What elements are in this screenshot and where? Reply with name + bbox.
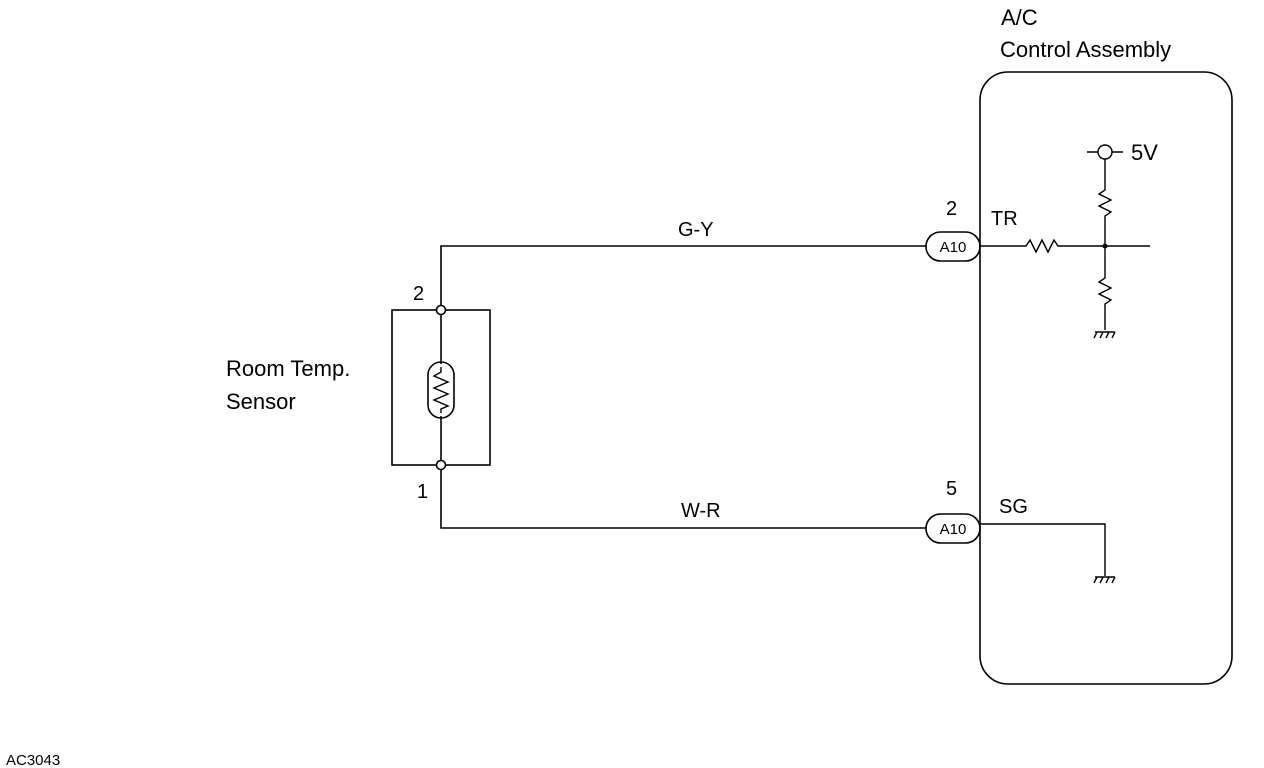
pull-up-resistor-icon bbox=[1097, 159, 1113, 246]
control-assembly-title-line2: Control Assembly bbox=[1000, 37, 1171, 62]
terminal-sg-label: SG bbox=[999, 496, 1028, 518]
wire-g-y-label: G-Y bbox=[678, 219, 714, 241]
sensor-pin-1-label: 1 bbox=[417, 481, 428, 503]
wire-w-r-label: W-R bbox=[681, 500, 721, 522]
pull-down-resistor-icon bbox=[1097, 246, 1113, 330]
thermistor-icon bbox=[427, 361, 455, 419]
control-assembly-box bbox=[979, 71, 1233, 685]
sensor-label-line1: Room Temp. bbox=[226, 356, 350, 381]
control-assembly-title-line1: A/C bbox=[1001, 5, 1038, 30]
connector-a10-bottom-id: A10 bbox=[940, 521, 967, 538]
connector-a10-bottom-pin: 5 bbox=[946, 478, 957, 500]
sensor-label-line2: Sensor bbox=[226, 389, 296, 414]
sg-ground-wire bbox=[980, 523, 1106, 576]
ground-icon-tr bbox=[1093, 331, 1116, 339]
ground-icon-sg bbox=[1093, 576, 1116, 584]
connector-a10-top-id: A10 bbox=[940, 239, 967, 256]
connector-a10-top-pin: 2 bbox=[946, 198, 957, 220]
tr-series-resistor-icon bbox=[980, 238, 1150, 254]
wire-w-r bbox=[440, 469, 926, 529]
supply-voltage-label: 5V bbox=[1131, 140, 1158, 165]
sensor-pin-2-label: 2 bbox=[413, 283, 424, 305]
figure-code: AC3043 bbox=[6, 752, 60, 768]
sensor-terminal-2 bbox=[435, 304, 447, 316]
wire-g-y bbox=[440, 245, 926, 306]
connector-a10-bottom bbox=[925, 513, 981, 544]
sensor-terminal-1 bbox=[435, 459, 447, 471]
supply-terminal-icon bbox=[1087, 144, 1123, 160]
terminal-tr-label: TR bbox=[991, 208, 1018, 230]
